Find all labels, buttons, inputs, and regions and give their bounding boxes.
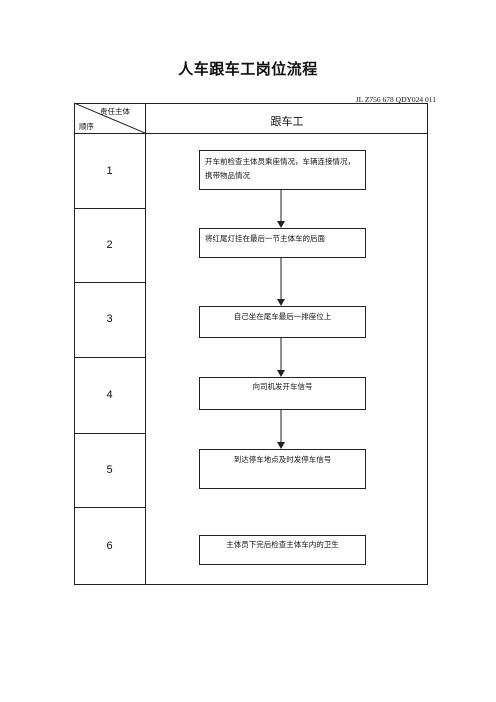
flow-arrow-down-icon xyxy=(277,258,285,306)
step-number: 2 xyxy=(106,239,113,251)
header-divider xyxy=(74,133,428,134)
flow-step-box: 向司机发开车信号 xyxy=(199,377,366,410)
step-number: 5 xyxy=(106,464,113,476)
row-divider xyxy=(74,282,145,283)
column-divider xyxy=(145,103,146,585)
header-order-label: 顺序 xyxy=(79,122,94,131)
header-diagonal-line xyxy=(74,103,145,134)
step-number: 6 xyxy=(106,540,113,552)
header-role-label: 责任主体 xyxy=(100,107,130,116)
flow-arrow-down-icon xyxy=(277,190,285,228)
flow-step-box: 到达停车地点及时发停车信号 xyxy=(199,449,366,489)
flow-step-box: 主体员下完后检查主体车内的卫生 xyxy=(199,535,366,565)
step-number: 4 xyxy=(106,389,113,401)
document-title: 人车跟车工岗位流程 xyxy=(178,60,318,78)
row-divider xyxy=(74,433,145,434)
flow-step-box: 将红尾灯挂在最后一节主体车的后面 xyxy=(199,228,366,258)
row-divider xyxy=(74,208,145,209)
document-number: JL Z756 678 QDY024 011 xyxy=(355,95,436,104)
flow-arrow-down-icon xyxy=(277,410,285,449)
flow-table xyxy=(74,103,428,585)
row-divider xyxy=(74,357,145,358)
flow-step-box: 开车前检查主体员乘座情况，车辆连接情况，携带物品情况 xyxy=(199,150,366,190)
step-number: 3 xyxy=(106,313,113,325)
header-column-title: 跟车工 xyxy=(270,115,304,128)
row-divider xyxy=(74,507,145,508)
flow-step-box: 自己坐在尾车最后一排座位上 xyxy=(199,306,366,338)
flow-arrow-down-icon xyxy=(277,338,285,377)
step-number: 1 xyxy=(106,165,113,177)
